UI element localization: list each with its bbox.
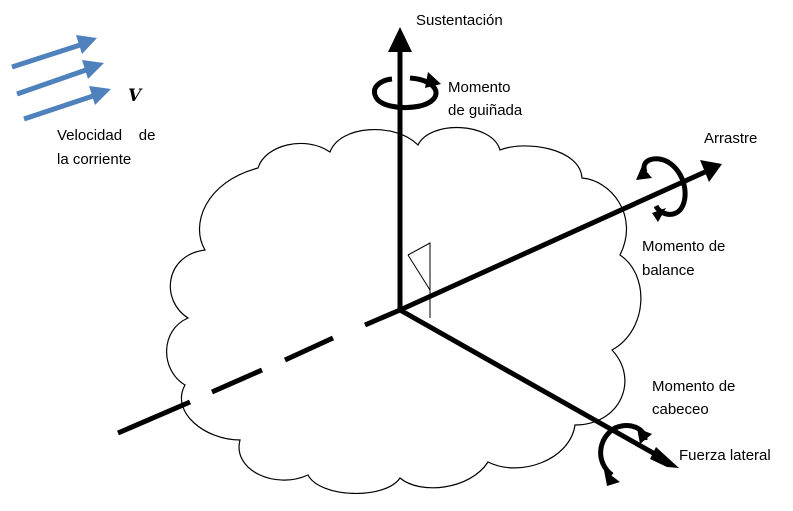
drag-label: Arrastre (704, 130, 758, 147)
yaw-moment-label-line1: Momento (448, 79, 511, 96)
velocity-arrows (11, 35, 111, 122)
pitch-moment-label-line1: Momento de (652, 378, 736, 395)
side-force-arrowhead (650, 447, 679, 468)
velocity-label-line1: Velocidad de (57, 127, 156, 144)
side-force-label: Fuerza lateral (679, 447, 771, 464)
roll-moment-rotation-icon (636, 156, 688, 222)
drag-arrowhead (700, 160, 722, 182)
side-force-axis (398, 307, 664, 461)
velocity-arrow-1 (11, 35, 97, 70)
lift-arrowhead (388, 27, 412, 52)
right-angle-marker (407, 242, 431, 318)
velocity-label-line2: la corriente (57, 151, 132, 168)
yaw-moment-rotation-icon (371, 72, 441, 111)
pitch-moment-rotation-icon (598, 423, 652, 486)
yaw-moment-label-line2: de guiñada (448, 102, 523, 119)
roll-moment-label-line1: Momento de (642, 238, 726, 255)
drag-axis (398, 169, 707, 313)
velocity-symbol: V (128, 86, 142, 106)
drag-axis-negative (117, 307, 401, 436)
cloud-outline (166, 126, 642, 495)
pitch-moment-label-line2: cabeceo (652, 401, 709, 418)
velocity-arrow-2 (16, 60, 104, 97)
lift-label: Sustentación (416, 12, 503, 29)
velocity-arrow-3 (23, 86, 111, 122)
roll-moment-label-line2: balance (642, 262, 695, 279)
